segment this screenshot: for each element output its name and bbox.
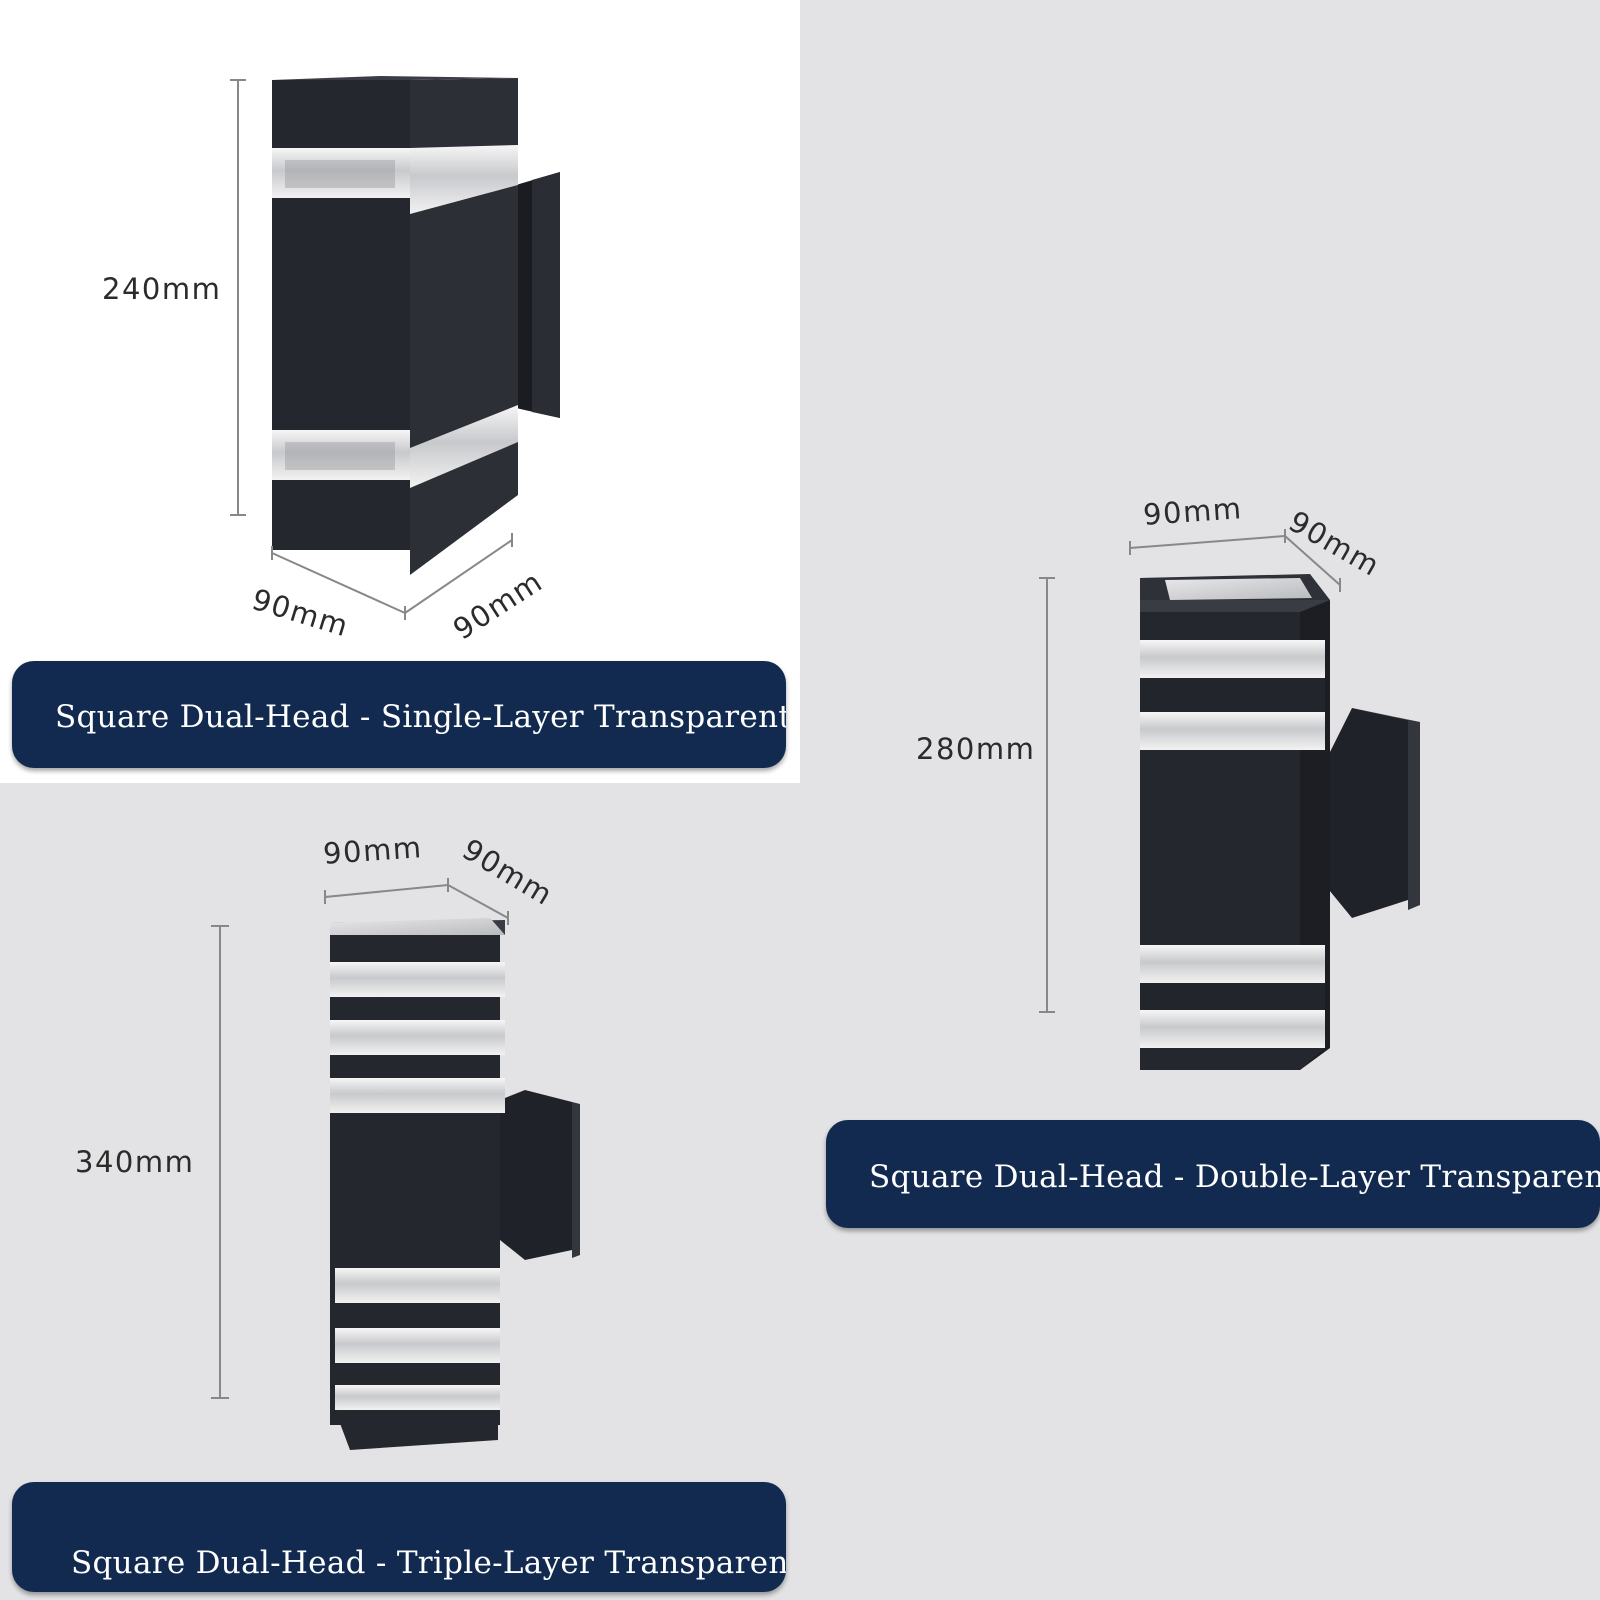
glass-band [330,1078,505,1113]
lamp-single-layer [272,76,560,575]
caption-banner-double: Square Dual-Head - Double-Layer Transpar… [826,1120,1600,1228]
glass-band [1140,1010,1325,1048]
caption-text: Square Dual-Head - Double-Layer Transpar… [869,1159,1600,1195]
height-label: 280mm [916,732,1036,766]
glass-band [330,962,505,997]
caption-text: Square Dual-Head - Single-Layer Transpar… [55,699,786,735]
glass-band [1140,640,1325,678]
glass-band [272,430,410,480]
width-label: 90mm [322,830,424,871]
caption-banner-triple: Square Dual-Head - Triple-Layer Transpar… [12,1482,786,1592]
dimension-lines-1 [230,79,513,620]
width-label: 90mm [1142,491,1244,532]
glass-band [335,1328,500,1363]
glass-band [272,148,410,198]
glass-band [330,1020,505,1055]
height-label: 340mm [75,1145,195,1179]
glass-band [1140,712,1325,750]
height-label: 240mm [102,272,222,306]
glass-band [335,1268,500,1303]
glass-band [1140,945,1325,983]
dimension-lines-2 [1039,529,1341,1013]
caption-banner-single: Square Dual-Head - Single-Layer Transpar… [12,661,786,768]
lamp-triple-layer [330,918,580,1450]
lamp-double-layer [1140,574,1420,1070]
caption-text: Square Dual-Head - Triple-Layer Transpar… [71,1545,786,1581]
dimension-lines-3 [211,878,509,1399]
glass-band [335,1385,500,1410]
